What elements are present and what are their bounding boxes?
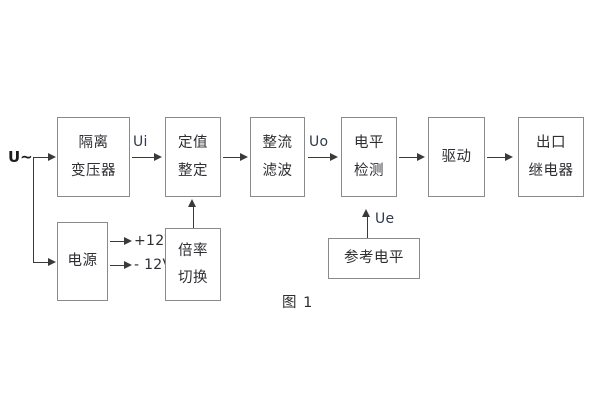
multiplier-to-setting-arrow-icon: [188, 199, 196, 207]
input-branch-rail: [33, 157, 34, 262]
signal-label-ui: Ui: [133, 134, 148, 150]
figure-caption: 图 1: [282, 295, 314, 311]
drive-to-relay-line: [487, 157, 508, 158]
block-setting-value-line-2: 整定: [178, 162, 208, 179]
setting-to-rectify-line: [223, 157, 242, 158]
block-setting-value[interactable]: 定值 整定: [165, 117, 221, 197]
signal-label-ue: Ue: [375, 211, 395, 227]
reference-to-level-line: [367, 216, 368, 238]
block-power-supply[interactable]: 电源: [57, 222, 108, 301]
input-label-u-ac: U~: [8, 148, 33, 166]
transformer-to-setting-arrow-icon: [154, 153, 162, 161]
input-to-transformer-arrow-icon: [48, 153, 56, 161]
drive-to-relay-arrow-icon: [505, 153, 513, 161]
rectify-to-level-line: [308, 157, 333, 158]
block-output-relay[interactable]: 出口 继电器: [518, 117, 584, 197]
block-drive[interactable]: 驱动: [428, 117, 485, 197]
block-output-relay-line-1: 出口: [536, 135, 566, 151]
block-reference-level-line-1: 参考电平: [344, 250, 404, 267]
block-rectify-filter-line-2: 滤波: [262, 162, 293, 179]
level-to-drive-line: [399, 157, 420, 158]
power-minus12v-line: [110, 265, 127, 266]
block-rectify-filter[interactable]: 整流 滤波: [250, 117, 305, 197]
block-level-detection[interactable]: 电平 检测: [341, 117, 397, 197]
block-reference-level[interactable]: 参考电平: [328, 238, 420, 279]
block-multiplier-switch-line-1: 倍率: [178, 242, 208, 259]
signal-label-uo: Uo: [309, 134, 329, 150]
transformer-to-setting-line: [132, 157, 157, 158]
input-to-power-line: [33, 262, 51, 263]
setting-to-rectify-arrow-icon: [240, 153, 248, 161]
block-isolation-transformer-line-2: 变压器: [71, 162, 116, 179]
block-multiplier-switch[interactable]: 倍率 切换: [165, 228, 221, 301]
block-multiplier-switch-line-2: 切换: [178, 270, 208, 286]
block-output-relay-line-2: 继电器: [528, 162, 574, 179]
block-drive-line-1: 驱动: [441, 148, 472, 165]
block-rectify-filter-line-1: 整流: [262, 135, 293, 151]
block-isolation-transformer-line-1: 隔离: [78, 135, 109, 151]
level-to-drive-arrow-icon: [417, 153, 425, 161]
power-plus12v-line: [110, 241, 127, 242]
signal-label-plus-12v: +12V: [134, 233, 175, 249]
block-setting-value-line-1: 定值: [178, 135, 208, 151]
reference-to-level-arrow-icon: [362, 209, 370, 217]
block-power-supply-line-1: 电源: [67, 253, 98, 270]
rectify-to-level-arrow-icon: [330, 153, 338, 161]
block-level-detection-line-2: 检测: [354, 162, 384, 179]
block-level-detection-line-1: 电平: [354, 135, 384, 151]
signal-label-minus-12v: - 12V: [134, 257, 173, 273]
power-plus12v-arrow-icon: [124, 237, 132, 245]
power-minus12v-arrow-icon: [124, 261, 132, 269]
input-to-transformer-line: [33, 157, 51, 158]
block-isolation-transformer[interactable]: 隔离 变压器: [57, 117, 130, 197]
input-to-power-arrow-icon: [48, 258, 56, 266]
multiplier-to-setting-line: [193, 206, 194, 228]
